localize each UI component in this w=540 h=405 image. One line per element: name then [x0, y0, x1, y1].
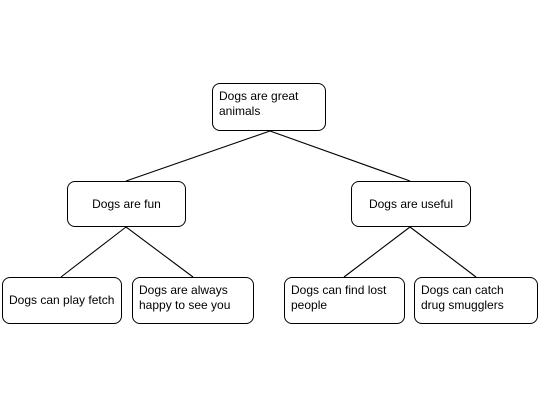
node-dogs-happy-to-see-you-label: Dogs are always happy to see you [139, 283, 231, 312]
node-dogs-happy-to-see-you: Dogs are always happy to see you [132, 277, 254, 324]
node-dogs-are-useful-label: Dogs are useful [368, 196, 454, 211]
node-dogs-are-fun: Dogs are fun [67, 181, 186, 227]
connector-useful-to-lost-people [343, 226, 411, 278]
connector-fun-to-happy [125, 226, 194, 278]
node-dogs-catch-drug-smugglers: Dogs can catch drug smugglers [414, 277, 538, 324]
root-node: Dogs are great animals [212, 83, 326, 131]
node-dogs-are-fun-label: Dogs are fun [92, 196, 161, 211]
connector-root-to-useful [269, 130, 411, 182]
node-dogs-can-play-fetch-label: Dogs can play fetch [9, 293, 115, 307]
node-dogs-are-useful: Dogs are useful [351, 181, 471, 227]
root-node-label: Dogs are great animals [219, 89, 299, 118]
node-dogs-find-lost-people-label: Dogs can find lost people [291, 283, 387, 312]
node-dogs-can-play-fetch: Dogs can play fetch [2, 277, 122, 324]
connector-fun-to-fetch [60, 226, 127, 278]
connector-root-to-fun [125, 130, 271, 182]
node-dogs-catch-drug-smugglers-label: Dogs can catch drug smugglers [421, 283, 504, 312]
node-dogs-find-lost-people: Dogs can find lost people [284, 277, 405, 324]
connector-useful-to-smugglers [409, 226, 477, 278]
